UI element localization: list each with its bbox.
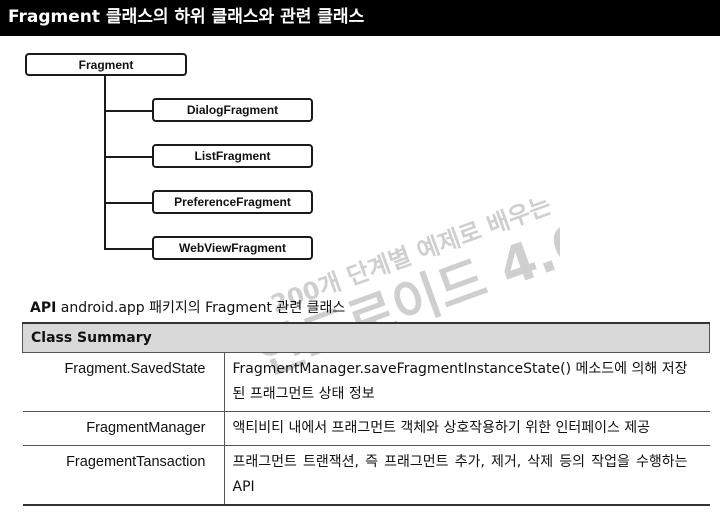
api-label: API [30,300,57,316]
table-header-row: Class Summary [22,322,710,353]
api-caption-text: android.app 패키지의 Fragment 관련 클래스 [56,300,346,316]
class-name-cell: FragmentManager [22,411,225,446]
node-preferencefragment: PreferenceFragment [152,190,313,214]
table-row: FragmentManager 액티비티 내에서 프래그먼트 객체와 상호작용하… [22,411,710,446]
table-row: Fragment.SavedState FragmentManager.save… [22,352,710,412]
class-desc-cell: 액티비티 내에서 프래그먼트 객체와 상호작용하기 위한 인터페이스 제공 [224,411,710,446]
node-fragment: Fragment [25,53,187,76]
table-row: FragementTansaction 프래그먼트 트랜잭션, 즉 프래그먼트 … [22,445,710,506]
node-listfragment: ListFragment [152,144,313,168]
api-caption: API android.app 패키지의 Fragment 관련 클래스 [30,297,345,317]
table-header: Class Summary [22,322,710,353]
page-title: Fragment 클래스의 하위 클래스와 관련 클래스 [0,0,720,36]
class-name-cell: Fragment.SavedState [22,352,225,412]
tree-branch-line [104,110,152,112]
class-summary-table: Class Summary Fragment.SavedState Fragme… [22,322,710,506]
node-webviewfragment: WebViewFragment [152,236,313,260]
tree-branch-line [104,156,152,158]
class-hierarchy-diagram: Fragment DialogFragment ListFragment Pre… [25,53,313,260]
node-dialogfragment: DialogFragment [152,98,313,122]
class-desc-cell: FragmentManager.saveFragmentInstanceStat… [224,352,710,412]
tree-branch-line [104,202,152,204]
tree-branch-line [104,248,152,250]
class-name-cell: FragementTansaction [22,445,225,506]
class-desc-cell: 프래그먼트 트랜잭션, 즉 프래그먼트 추가, 제거, 삭제 등의 작업을 수행… [224,445,710,506]
tree-trunk-line [104,75,106,249]
